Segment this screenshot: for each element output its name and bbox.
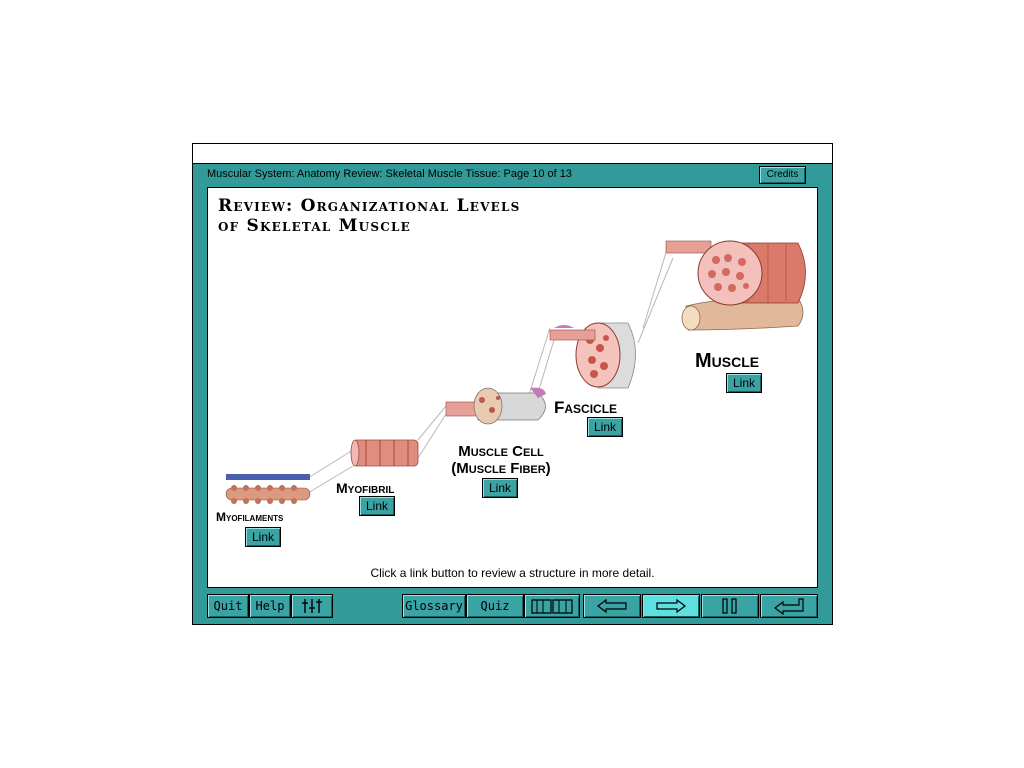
book-icon (531, 599, 573, 614)
link-button-myofibril[interactable]: Link (359, 496, 395, 516)
help-button[interactable]: Help (249, 594, 291, 618)
muscle-levels-illustration (225, 240, 806, 504)
page-header: Muscular System: Anatomy Review: Skeleta… (207, 168, 572, 180)
myofilaments-image (225, 474, 311, 504)
back-button[interactable] (583, 594, 641, 618)
glossary-button[interactable]: Glossary (402, 594, 466, 618)
instruction-text: Click a link button to review a structur… (370, 566, 655, 580)
quit-button[interactable]: Quit (207, 594, 249, 618)
link-button-myofilaments[interactable]: Link (245, 527, 281, 547)
pause-button[interactable] (701, 594, 759, 618)
sliders-icon (302, 599, 322, 613)
link-button-muscle[interactable]: Link (726, 373, 762, 393)
myofibril-image (350, 439, 419, 467)
quiz-button[interactable]: Quiz (466, 594, 524, 618)
label-myofibril: Myofibril (336, 480, 395, 496)
link-button-muscle-cell[interactable]: Link (482, 478, 518, 498)
label-fascicle: Fascicle (554, 398, 618, 417)
link-button-fascicle[interactable]: Link (587, 417, 623, 437)
muscle-cell-image (445, 387, 546, 425)
settings-button[interactable] (291, 594, 333, 618)
return-button[interactable] (760, 594, 818, 618)
pause-icon (722, 598, 737, 614)
return-arrow-icon (774, 598, 804, 616)
label-muscle: Muscle (695, 350, 760, 372)
book-button[interactable] (524, 594, 580, 618)
arrow-left-icon (597, 598, 627, 614)
arrow-right-icon (656, 598, 686, 614)
app-window: Muscular System: Anatomy Review: Skeleta… (192, 143, 833, 625)
page-title: Review: Organizational Levels of Skeleta… (218, 196, 521, 236)
muscle-image (665, 240, 806, 331)
window-title-strip (193, 144, 832, 164)
credits-button[interactable]: Credits (759, 166, 806, 184)
connector-lines (307, 245, 674, 494)
label-myofilaments: Myofilaments (216, 510, 284, 524)
fascicle-image (549, 322, 636, 389)
next-button[interactable] (642, 594, 700, 618)
content-panel: Review: Organizational Levels of Skeleta… (207, 187, 818, 588)
label-muscle-cell: Muscle Cell (Muscle Fiber) (451, 443, 551, 477)
